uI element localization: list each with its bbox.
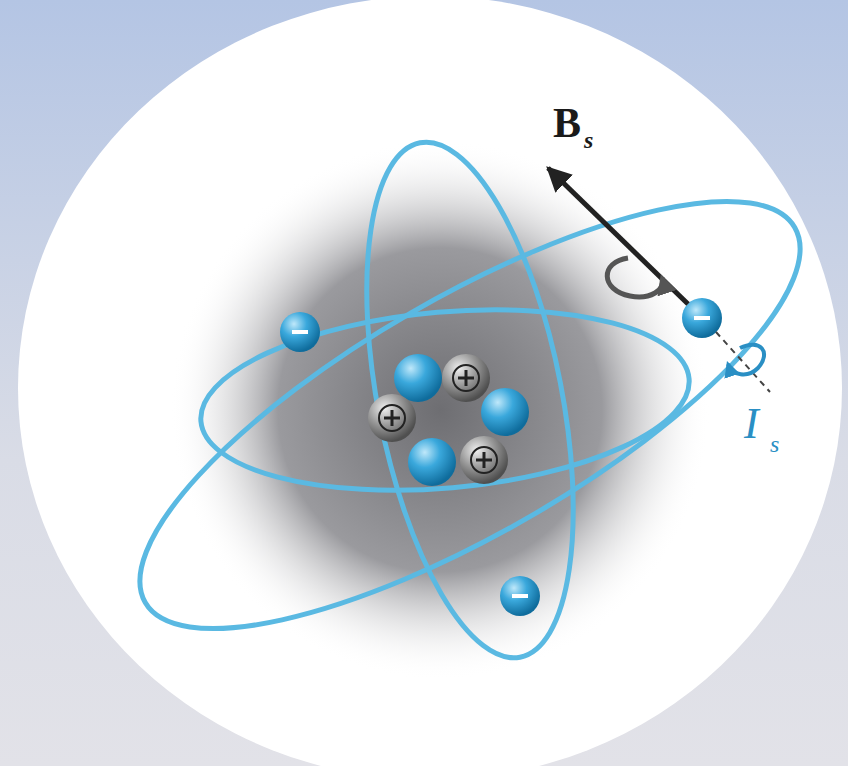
background-disc	[18, 0, 842, 766]
field-arrow	[548, 168, 688, 304]
electrons	[280, 298, 722, 616]
electron-cloud	[170, 140, 710, 680]
current-symbol: I	[744, 402, 759, 446]
orbits	[86, 125, 848, 704]
current-arrow	[728, 345, 764, 375]
spin-arrow	[607, 258, 662, 297]
nucleus	[368, 354, 529, 486]
field-subscript: s	[584, 128, 593, 152]
field-symbol: B	[553, 102, 581, 144]
spin-axis	[716, 332, 770, 392]
current-subscript: s	[770, 432, 779, 456]
